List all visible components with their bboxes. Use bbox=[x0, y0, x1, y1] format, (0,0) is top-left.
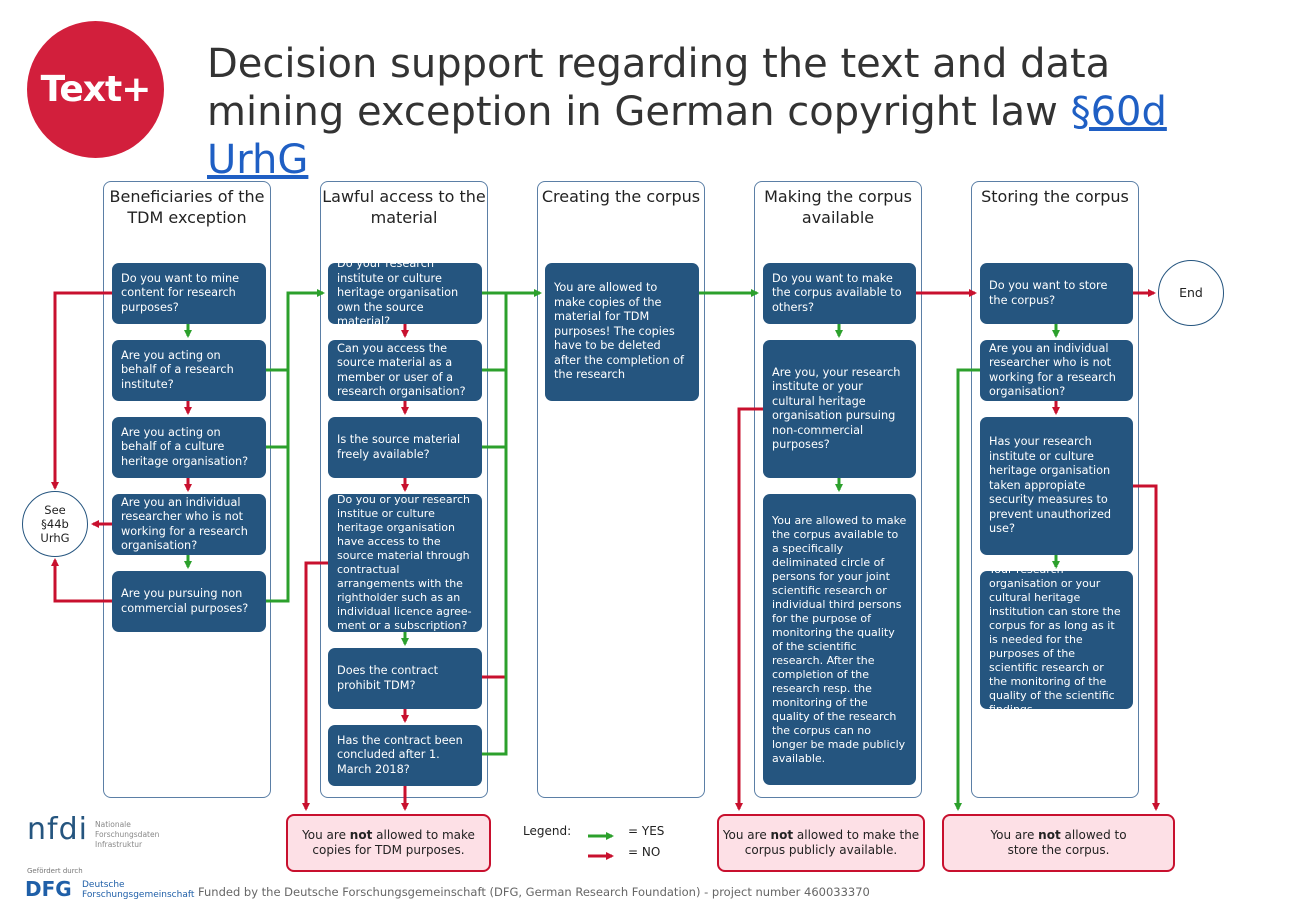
result-text-not-public: You are not allowed to make the corpus p… bbox=[719, 828, 923, 858]
column-title-beneficiaries: Beneficiaries of the TDM exception bbox=[109, 187, 265, 227]
result-not: not bbox=[349, 828, 373, 842]
question-contract-date: Has the contract been concluded after 1.… bbox=[328, 725, 482, 786]
nfdi-sub-line: Nationale bbox=[95, 820, 131, 829]
question-text: Are you acting on behalf of a culture he… bbox=[121, 425, 249, 468]
arrow-l6-yes bbox=[482, 293, 508, 756]
funding-footer: Funded by the Deutsche Forschungsgemeins… bbox=[198, 885, 870, 899]
result-suffix: allowed to store the corpus. bbox=[1007, 828, 1127, 857]
result-prefix: You are bbox=[302, 828, 350, 842]
nfdi-logo: nfdi bbox=[27, 812, 88, 847]
statement-corpus-available: You are allowed to make the corpus avail… bbox=[763, 494, 916, 785]
urhg-link[interactable]: §60d UrhG bbox=[207, 89, 1167, 183]
question-access-as-member: Can you access the source material as a … bbox=[328, 340, 482, 401]
column-beneficiaries bbox=[103, 181, 271, 798]
column-creating bbox=[537, 181, 705, 798]
column-storing bbox=[971, 181, 1139, 798]
statement-text: You are allowed to make the corpus avail… bbox=[772, 513, 907, 765]
question-store-corpus: Do you want to store the corpus? bbox=[980, 263, 1133, 324]
result-not-publicly-available: You are not allowed to make the corpus p… bbox=[717, 814, 925, 872]
arrow-b5-no bbox=[51, 558, 112, 603]
question-text: Has your research institute or culture h… bbox=[989, 435, 1112, 536]
question-research-institute: Are you acting on behalf of a research i… bbox=[112, 340, 266, 401]
question-text: Are you an individual researcher who is … bbox=[121, 495, 248, 553]
nfdi-subtitle: Nationale Forschungsdaten Infrastruktur bbox=[95, 820, 159, 850]
question-individual-researcher-storing: Are you an individual researcher who is … bbox=[980, 340, 1133, 401]
question-contract-prohibits-tdm: Does the contract prohibit TDM? bbox=[328, 648, 482, 709]
statement-text: Your research organisation or your cultu… bbox=[989, 563, 1121, 716]
result-suffix: allowed to make copies for TDM purposes. bbox=[312, 828, 475, 857]
text-plus-logo: Text+ bbox=[27, 21, 164, 158]
column-title-lawful-access: Lawful access to the material bbox=[322, 187, 486, 227]
question-individual-researcher: Are you an individual researcher who is … bbox=[112, 494, 266, 555]
legend-no-label: = NO bbox=[628, 845, 661, 859]
question-non-commercial-purposes: Are you, your research institute or your… bbox=[763, 340, 916, 478]
legend-title: Legend: bbox=[523, 824, 572, 838]
nfdi-sub-line: Forschungsdaten bbox=[95, 830, 160, 839]
question-text: Are you pursuing non commercial purposes… bbox=[121, 587, 249, 615]
nfdi-sub-line: Infrastruktur bbox=[95, 840, 143, 849]
question-text: Are you acting on behalf of a research i… bbox=[121, 348, 234, 391]
dfg-subtitle: Deutsche Forschungsgemeinschaft bbox=[82, 880, 194, 900]
question-text: Are you, your research institute or your… bbox=[772, 365, 901, 452]
statement-text: You are allowed to make copies of the ma… bbox=[554, 281, 684, 382]
question-freely-available: Is the source material freely available? bbox=[328, 417, 482, 478]
question-text: Do you want to store the corpus? bbox=[989, 279, 1108, 307]
question-make-available: Do you want to make the corpus available… bbox=[763, 263, 916, 324]
column-available bbox=[754, 181, 922, 798]
arrow-s3-no bbox=[1133, 484, 1160, 811]
result-suffix: allowed to make the corpus publicly avai… bbox=[744, 828, 920, 857]
result-prefix: You are bbox=[990, 828, 1039, 842]
question-text: Are you an individual researcher who is … bbox=[989, 341, 1116, 399]
question-text: Can you access the source material as a … bbox=[337, 341, 466, 399]
question-mine-content: Do you want to mine content for research… bbox=[112, 263, 266, 324]
question-own-material: Do your research institute or culture he… bbox=[328, 257, 482, 328]
result-no-copies: You are not allowed to make copies for T… bbox=[286, 814, 491, 872]
result-text-not-store: You are not allowed to store the corpus. bbox=[944, 828, 1173, 858]
column-title-storing: Storing the corpus bbox=[981, 187, 1129, 206]
legend-yes-label: = YES bbox=[628, 824, 665, 838]
page-title: Decision support regarding the text and … bbox=[207, 40, 1257, 184]
result-not: not bbox=[1038, 828, 1061, 842]
end-label: End bbox=[1179, 285, 1203, 300]
statement-store-corpus: Your research organisation or your cultu… bbox=[980, 563, 1133, 716]
arrow-a2-no bbox=[735, 407, 763, 811]
result-not-store: You are not allowed to store the corpus. bbox=[942, 814, 1175, 872]
column-title-creating: Creating the corpus bbox=[541, 187, 701, 206]
dfg-logo: DFG bbox=[25, 877, 72, 901]
arrow-b5-yes bbox=[266, 289, 325, 603]
arrow-b1-no bbox=[51, 291, 112, 490]
result-text-no-copies: You are not allowed to make copies for T… bbox=[288, 828, 489, 858]
logo-text: Text+ bbox=[40, 69, 152, 110]
question-text: Do you or your research institue or cult… bbox=[337, 493, 472, 632]
question-text: Do your research institute or culture he… bbox=[337, 257, 459, 329]
arrow-l4-no bbox=[302, 561, 328, 811]
title-text: Decision support regarding the text and … bbox=[207, 41, 1111, 135]
column-title-available: Making the corpus available bbox=[764, 187, 912, 227]
question-security-measures: Has your research institute or culture h… bbox=[980, 417, 1133, 555]
result-prefix: You are bbox=[722, 828, 771, 842]
question-culture-heritage: Are you acting on behalf of a culture he… bbox=[112, 417, 266, 478]
statement-copies-allowed: You are allowed to make copies of the ma… bbox=[545, 263, 699, 401]
question-text: Is the source material freely available? bbox=[337, 433, 461, 461]
question-text: Do you want to make the corpus available… bbox=[772, 271, 902, 314]
question-text: Does the contract prohibit TDM? bbox=[337, 664, 439, 692]
question-text: Do you want to mine content for research… bbox=[121, 271, 240, 314]
dfg-sub-line: Forschungsgemeinschaft bbox=[82, 890, 195, 900]
see-44b-label: See §44b UrhG bbox=[40, 503, 70, 545]
arrow-s2-yes bbox=[954, 368, 980, 811]
question-text: Has the contract been concluded after 1.… bbox=[337, 733, 463, 776]
dfg-note: Gefördert durch bbox=[27, 867, 83, 875]
end-node: End bbox=[1158, 260, 1224, 326]
nfdi-logo-text: nfdi bbox=[27, 812, 88, 847]
question-contractual-access: Do you or your research institue or cult… bbox=[328, 493, 482, 632]
result-not: not bbox=[770, 828, 794, 842]
see-44b-node: See §44b UrhG bbox=[22, 491, 88, 557]
dfg-sub-line: Deutsche bbox=[82, 880, 125, 890]
question-non-commercial: Are you pursuing non commercial purposes… bbox=[112, 571, 266, 632]
